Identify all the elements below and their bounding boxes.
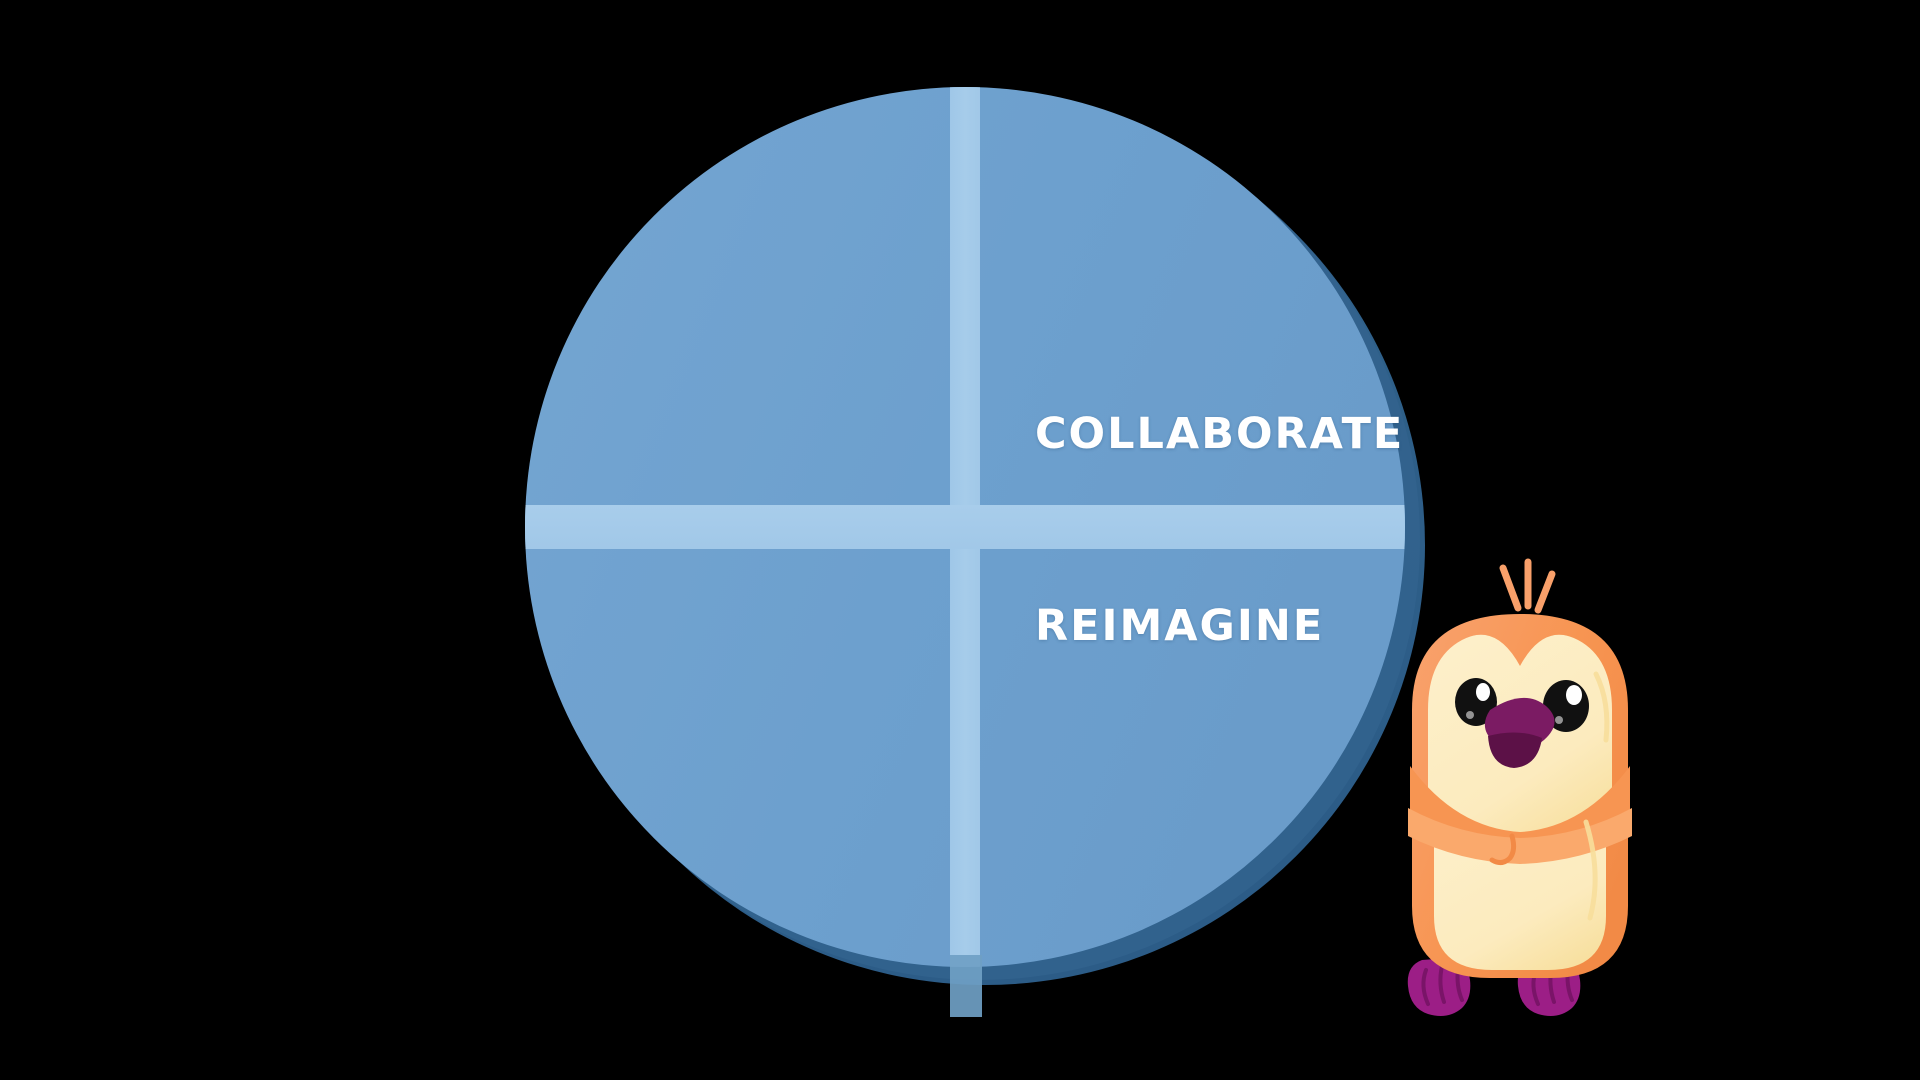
quadrant-label-collaborate: COLLABORATE (1035, 390, 1405, 463)
quadrant-label-reimagine: REIMAGINE (1035, 582, 1325, 655)
owl-head-tufts-icon (1499, 558, 1556, 614)
owl-mascot[interactable] (1407, 558, 1632, 1016)
owl-crossed-wings (1408, 766, 1632, 866)
rim-divider-notch (950, 955, 982, 1017)
owl-shading (1583, 671, 1610, 921)
quadrant-dividers (525, 87, 1405, 967)
owl-eye-left (1455, 678, 1497, 726)
owl-beak (1484, 697, 1555, 768)
owl-eye-right (1543, 680, 1589, 732)
divider-horizontal (525, 505, 1405, 549)
quadrant-top-left[interactable] (525, 87, 950, 512)
